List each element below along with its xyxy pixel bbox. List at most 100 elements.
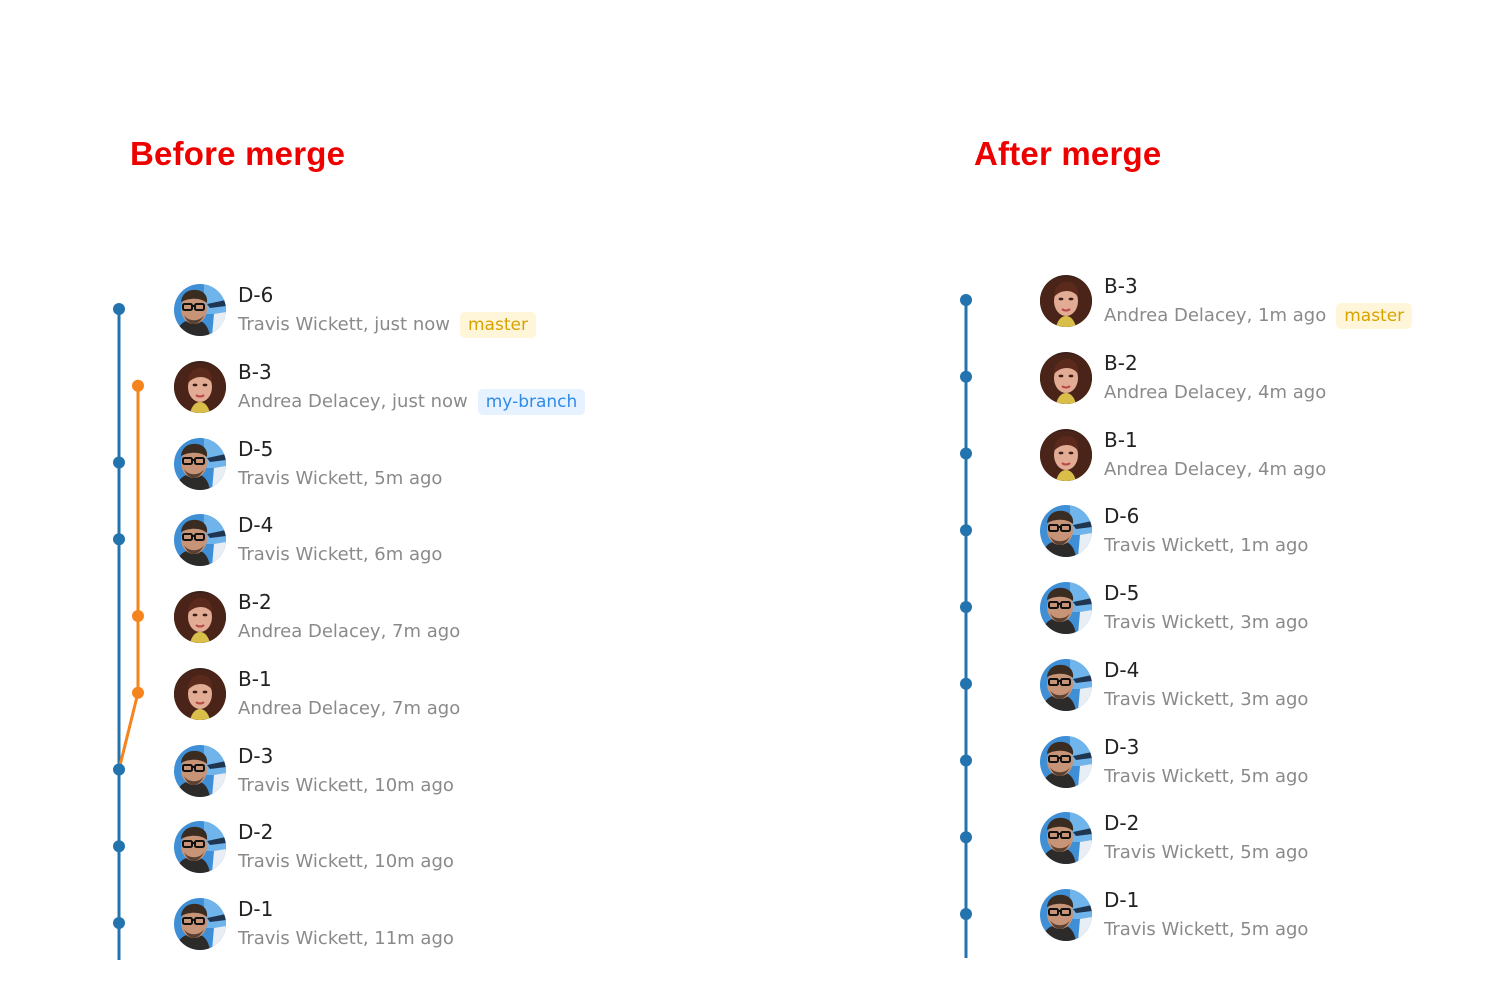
commit-node-d-2[interactable] [960, 831, 972, 844]
commit-time: 10m ago [374, 774, 454, 796]
commit-author: Travis Wickett [1104, 919, 1229, 940]
travis-avatar [174, 514, 226, 567]
commit-time: 5m ago [374, 467, 443, 489]
commit-title: D-3 [238, 743, 274, 768]
meta-separator: , [1228, 919, 1241, 940]
commit-time: 10m ago [374, 851, 454, 873]
andrea-avatar [174, 667, 226, 720]
commit-node-d-4[interactable] [960, 677, 972, 690]
commit-time: 4m ago [1258, 458, 1327, 480]
commit-author: Travis Wickett [238, 544, 363, 566]
travis-avatar [1040, 735, 1092, 788]
commit-title: D-2 [238, 820, 274, 845]
commit-title: B-2 [238, 590, 272, 614]
commit-node-b-3[interactable] [960, 294, 972, 306]
commit-node-b-2[interactable] [132, 610, 144, 622]
commit-author: Andrea Delacey [238, 697, 381, 719]
commit-node-d-1[interactable] [113, 917, 125, 929]
commit-time: 7m ago [392, 621, 461, 642]
my-branch-tag[interactable]: my-branch [477, 388, 586, 415]
commit-author: Travis Wickett [1104, 842, 1229, 864]
commit-title: D-2 [1104, 811, 1140, 836]
commit-node-d-4[interactable] [113, 533, 125, 546]
commit-author: Travis Wickett [238, 851, 363, 873]
meta-separator: , [362, 544, 375, 566]
commit-title: B-1 [1104, 427, 1138, 452]
meta-separator: , [1228, 612, 1241, 633]
commit-author: Travis Wickett [1104, 612, 1229, 633]
commit-time: 7m ago [392, 697, 461, 719]
commit-author: Travis Wickett [238, 928, 363, 949]
commit-time: just now [374, 314, 450, 335]
commit-meta: Travis Wickett, 11m ago [238, 926, 454, 952]
master-branch-tag[interactable]: master [459, 312, 536, 338]
commit-meta: Travis Wickett, 5m ago [1104, 764, 1308, 790]
commit-time: 5m ago [1240, 765, 1309, 787]
commit-meta: Travis Wickett, 3m ago [1104, 610, 1308, 636]
travis-avatar [174, 898, 226, 950]
travis-avatar [1040, 505, 1092, 558]
andrea-avatar [1040, 428, 1092, 481]
commit-node-d-5[interactable] [960, 601, 972, 613]
master-branch-tag[interactable]: master [1336, 303, 1413, 329]
commit-meta: Travis Wickett, 1m ago [1104, 533, 1308, 559]
commit-node-d-1[interactable] [960, 908, 972, 920]
commit-author: Andrea Delacey [1104, 458, 1247, 480]
commit-meta: Andrea Delacey, 4m ago [1104, 380, 1326, 406]
meta-separator: , [362, 928, 375, 949]
commit-author: Travis Wickett [1104, 765, 1229, 787]
commit-node-d-2[interactable] [113, 840, 125, 853]
commit-author: Travis Wickett [238, 467, 363, 489]
commit-meta: Andrea Delacey, 7m ago [238, 619, 460, 645]
meta-separator: , [362, 314, 375, 335]
andrea-avatar [1040, 275, 1092, 327]
commit-node-b-1[interactable] [132, 686, 144, 699]
meta-separator: , [362, 851, 375, 873]
meta-separator: , [380, 697, 393, 719]
commit-node-d-6[interactable] [113, 303, 125, 315]
commit-time: 1m ago [1258, 305, 1327, 326]
commit-node-d-3[interactable] [113, 763, 125, 776]
commit-title: B-1 [238, 666, 272, 691]
commit-meta: Andrea Delacey, 4m ago [1104, 457, 1326, 483]
commit-title: D-3 [1104, 734, 1140, 759]
commit-time: 4m ago [1258, 381, 1327, 403]
commit-meta: Andrea Delacey, 7m ago [238, 696, 460, 722]
meta-separator: , [362, 774, 375, 796]
meta-separator: , [1246, 381, 1259, 403]
commit-title: D-1 [1104, 888, 1140, 912]
commit-time: 3m ago [1240, 612, 1309, 633]
commit-node-d-6[interactable] [960, 524, 972, 537]
meta-separator: , [1228, 842, 1241, 864]
after-merge-heading: After merge [974, 135, 1162, 172]
commit-author: Travis Wickett [1104, 535, 1229, 557]
commit-title: D-4 [238, 513, 274, 538]
commit-title: B-3 [1104, 274, 1138, 298]
commit-node-b-3[interactable] [132, 379, 144, 392]
travis-avatar [174, 821, 226, 874]
meta-separator: , [1228, 535, 1241, 557]
commit-title: D-1 [238, 897, 274, 921]
commit-author: Travis Wickett [1104, 688, 1229, 710]
commit-author: Travis Wickett [238, 774, 363, 796]
andrea-avatar [174, 360, 226, 413]
commit-node-b-2[interactable] [960, 370, 972, 383]
commit-meta: Travis Wickett, 10m ago [238, 849, 454, 875]
commit-author: Andrea Delacey [1104, 305, 1247, 326]
meta-separator: , [1228, 688, 1241, 710]
commit-meta: Travis Wickett, 5m ago [238, 466, 442, 492]
commit-title: D-5 [238, 436, 274, 461]
commit-title: D-6 [1104, 504, 1140, 529]
andrea-avatar [1040, 351, 1092, 404]
meta-separator: , [380, 621, 393, 642]
commit-time: 5m ago [1240, 842, 1309, 864]
commit-node-d-3[interactable] [960, 754, 972, 767]
commit-author: Andrea Delacey [1104, 381, 1247, 403]
commit-node-b-1[interactable] [960, 447, 972, 460]
travis-avatar [1040, 812, 1092, 865]
commit-meta: Travis Wickett, 10m ago [238, 773, 454, 799]
commit-node-d-5[interactable] [113, 456, 125, 469]
